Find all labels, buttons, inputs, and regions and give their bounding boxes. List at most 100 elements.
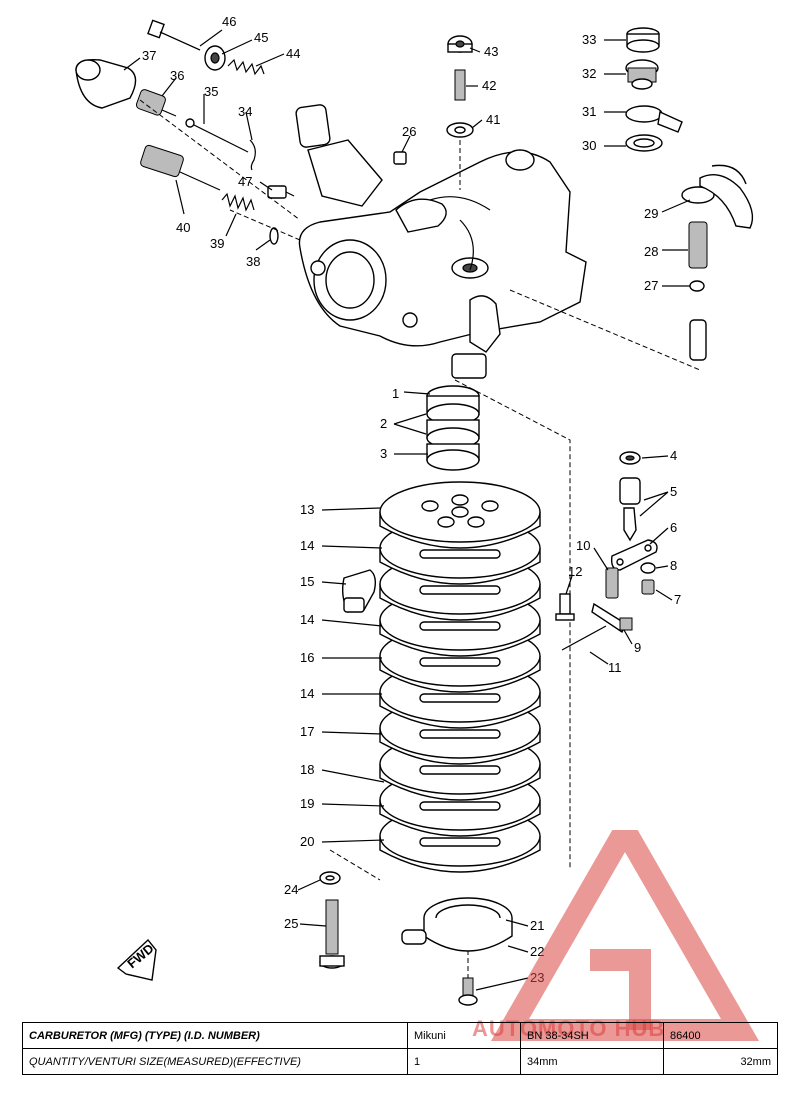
part-39-spring: [221, 192, 255, 212]
callout-30: 30: [582, 138, 596, 153]
callout-15: 15: [300, 574, 314, 589]
part-27-plunger: [689, 280, 707, 361]
part-40-needle: [140, 144, 221, 191]
callout-36: 36: [170, 68, 184, 83]
callout-6: 6: [670, 520, 677, 535]
callout-14-a: 14: [300, 538, 314, 553]
part-37-cap: [75, 59, 137, 109]
callout-33: 33: [582, 32, 596, 47]
callout-24: 24: [284, 882, 298, 897]
part-11-pin: [561, 625, 607, 651]
part-23-screw: [458, 977, 478, 1006]
part-47-screw: [267, 185, 295, 199]
callout-numbers: 46 45 44 37 36 35 34 47 40 39 38 26 43 4…: [142, 14, 681, 985]
part-12-screw: [555, 593, 575, 621]
part-29-lever: [681, 164, 754, 229]
callout-44: 44: [286, 46, 300, 61]
stack-plate: [379, 481, 541, 549]
part-31-washer: [625, 105, 683, 133]
callout-8: 8: [670, 558, 677, 573]
part-6-plate: [610, 539, 658, 571]
callout-45: 45: [254, 30, 268, 45]
spec-row-quantity: QUANTITY/VENTURI SIZE(MEASURED)(EFFECTIV…: [22, 1048, 778, 1075]
part-30-washer: [625, 134, 663, 152]
part-24-washer: [319, 871, 341, 885]
callout-23: 23: [530, 970, 544, 985]
part-8-washer: [640, 562, 656, 574]
fwd-direction-arrow: FWD: [116, 938, 157, 981]
callout-20: 20: [300, 834, 314, 849]
id-number-value: 86400: [663, 1022, 778, 1049]
part-45-nut: [204, 45, 226, 71]
part-26-jet: [393, 151, 407, 165]
callout-40: 40: [176, 220, 190, 235]
part-21-22-adapter: [401, 897, 513, 952]
part-25-bolt: [319, 899, 345, 969]
row1-label: CARBURETOR (MFG) (TYPE) (I.D. NUMBER): [22, 1022, 408, 1049]
quantity-value: 1: [407, 1048, 521, 1075]
mfg-value: Mikuni: [407, 1022, 521, 1049]
carburetor-spec-table: CARBURETOR (MFG) (TYPE) (I.D. NUMBER) Mi…: [22, 1022, 778, 1075]
spec-row-carburetor: CARBURETOR (MFG) (TYPE) (I.D. NUMBER) Mi…: [22, 1022, 778, 1049]
part-33-cap: [626, 27, 660, 53]
part-44-spring: [227, 58, 265, 76]
callout-38: 38: [246, 254, 260, 269]
callout-37: 37: [142, 48, 156, 63]
callout-17: 17: [300, 724, 314, 739]
callout-4: 4: [670, 448, 677, 463]
callout-26: 26: [402, 124, 416, 139]
callout-12: 12: [568, 564, 582, 579]
callout-13: 13: [300, 502, 314, 517]
callout-19: 19: [300, 796, 314, 811]
diaphragm-plate-stack: [379, 481, 541, 873]
callout-1: 1: [392, 386, 399, 401]
part-9-lever: [591, 602, 633, 634]
type-value: BN 38-34SH: [520, 1022, 664, 1049]
callout-31: 31: [582, 104, 596, 119]
callout-43: 43: [484, 44, 498, 59]
part-41-washer: [446, 122, 474, 138]
callout-16: 16: [300, 650, 314, 665]
parts-1-3-discs: [426, 385, 480, 471]
callout-32: 32: [582, 66, 596, 81]
carburetor-body: [229, 104, 701, 379]
effective-value: 32mm: [663, 1048, 778, 1075]
callout-22: 22: [530, 944, 544, 959]
part-15-fitting: [341, 569, 377, 613]
callout-5: 5: [670, 484, 677, 499]
part-36-screw: [135, 89, 177, 117]
callout-14-c: 14: [300, 686, 314, 701]
part-38-ring: [269, 227, 279, 245]
callout-35: 35: [204, 84, 218, 99]
part-28-spring: [688, 221, 708, 269]
measured-value: 34mm: [520, 1048, 664, 1075]
callout-2: 2: [380, 416, 387, 431]
callout-34: 34: [238, 104, 252, 119]
carburetor-exploded-diagram: FWD 46 45 44 37 36 35 34: [75, 14, 754, 1006]
callout-42: 42: [482, 78, 496, 93]
part-35-pin: [185, 118, 249, 153]
callout-10: 10: [576, 538, 590, 553]
callout-27: 27: [644, 278, 658, 293]
callout-14-b: 14: [300, 612, 314, 627]
part-43-nut: [447, 35, 473, 53]
part-10-spring: [605, 567, 619, 599]
callout-25: 25: [284, 916, 298, 931]
part-7-screw: [641, 579, 655, 595]
callout-41: 41: [486, 112, 500, 127]
part-42-screw: [454, 69, 466, 101]
part-4-washer: [619, 451, 641, 465]
part-32-fitting: [625, 59, 659, 90]
callout-3: 3: [380, 446, 387, 461]
callout-47: 47: [238, 174, 252, 189]
row2-label: QUANTITY/VENTURI SIZE(MEASURED)(EFFECTIV…: [22, 1048, 408, 1075]
part-5-valve: [619, 477, 641, 542]
part-34-clip: [249, 139, 256, 171]
callout-21: 21: [530, 918, 544, 933]
callout-28: 28: [644, 244, 658, 259]
callout-39: 39: [210, 236, 224, 251]
callout-46: 46: [222, 14, 236, 29]
callout-11: 11: [608, 660, 622, 675]
callout-9: 9: [634, 640, 641, 655]
callout-7: 7: [674, 592, 681, 607]
